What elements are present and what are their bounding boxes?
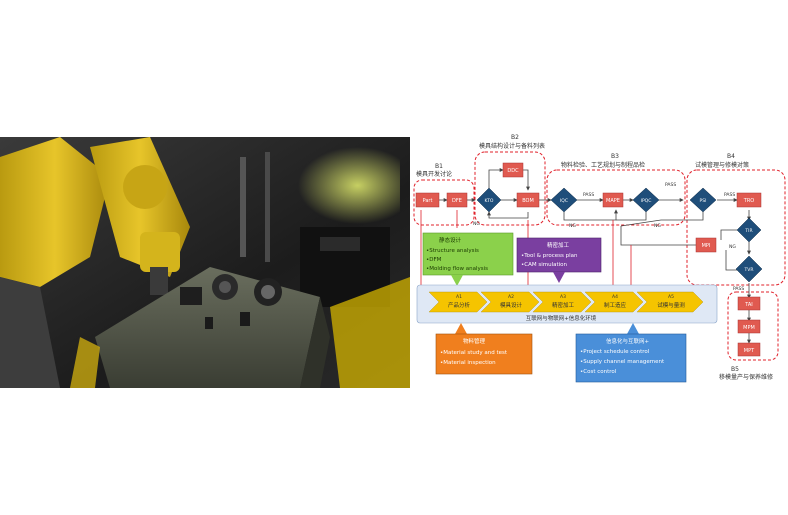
node-ipqc-label: IPQC [641,198,652,204]
process-step-a5-code: A5 [668,294,674,300]
process-step-a2[interactable]: A2 模具设计 [480,291,540,313]
node-mpm-label: MPM [743,325,755,331]
process-step-a4-code: A4 [612,294,618,300]
node-mpt-label: MPT [744,348,755,354]
stage-b1-region [413,179,475,226]
node-psi[interactable]: PSI [689,187,717,213]
node-dfe-label: DFE [452,198,462,204]
edge-label-pass-1: PASS [583,192,594,198]
node-mpi[interactable]: MPI [695,237,717,253]
process-step-a4-label: 制工造应 [604,301,627,309]
process-step-a3-code: A3 [560,294,566,300]
process-step-a1-code: A1 [456,294,462,300]
process-step-a5-label: 试模与量测 [657,301,685,309]
node-mpm[interactable]: MPM [737,319,761,334]
edge-label-pass-3: PASS [724,192,735,198]
info-box-item-2: •Supply channel management [580,359,665,365]
node-ddc[interactable]: DDC [502,162,524,178]
node-dfe[interactable]: DFE [446,192,468,208]
design-box-item-1: •Structure analysis [426,248,479,254]
node-mpt[interactable]: MPT [737,342,761,357]
node-tai[interactable]: TAI [737,296,761,311]
stage-b1-code: B1 [435,163,443,170]
node-mape[interactable]: MAPE [602,192,624,208]
edge-label-ng-3: NG [654,223,661,229]
stage-b4-code: B4 [727,153,735,160]
material-box-item-1: •Material study and test [440,350,508,356]
stage-b2-region [474,151,546,226]
process-step-a2-code: A2 [508,294,514,300]
node-mpi-label: MPI [702,243,711,249]
node-part-label: Part [423,198,433,204]
process-chain-caption: 互联网与物联网+信息化环境 [526,314,597,322]
design-box: 静态设计 •Structure analysis •DFM •Molding f… [422,232,514,276]
node-ipqc[interactable]: IPQC [632,187,660,213]
material-box-title: 物料管理 [463,337,486,345]
machining-box-arrow [553,272,565,283]
stage-b4-region [686,169,786,286]
process-step-a3-label: 精密加工 [552,301,575,309]
edge-label-pass-2: PASS [665,182,676,188]
info-box-arrow [627,323,639,334]
design-box-arrow [451,275,463,286]
node-tai-label: TAI [744,302,753,308]
node-mape-label: MAPE [606,198,620,204]
process-chain: A1 产品分析 A2 模具设计 A3 精密加工 A4 制工造应 A5 试模与量测 [428,291,704,313]
stage-b1-title: 模具开发讨论 [416,170,452,178]
node-tro[interactable]: TRO [736,192,762,208]
stage-b3-region [546,169,686,226]
robot-photo [0,137,410,388]
process-flow-diagram: B1 模具开发讨论 B2 模具结构设计与备料列表 B3 物料检验、工艺规划与制程… [411,130,788,400]
material-box-item-2: •Material inspection [440,360,496,366]
design-box-item-2: •DFM [426,257,442,263]
robot-photo-image [0,137,410,388]
node-iqc-label: IQC [560,198,568,204]
diagram-canvas: B1 模具开发讨论 B2 模具结构设计与备料列表 B3 物料检验、工艺规划与制程… [413,134,786,383]
stage-b4-title: 试模管理与修模对策 [695,161,749,169]
stage-b5-code: B5 [731,366,739,373]
edge-label-ng-4: NG [729,244,736,250]
node-bom-label: BOM [522,198,534,204]
info-box-item-1: •Project schedule control [580,349,650,355]
node-iqc[interactable]: IQC [550,187,578,213]
machining-box-item-1: •Tool & process plan [521,253,578,259]
edge-label-ng-1: NG [473,221,480,227]
material-box: 物料管理 •Material study and test •Material … [435,333,533,375]
design-box-title: 静态设计 [439,236,462,244]
node-tir-label: TIR [744,228,752,234]
material-box-arrow [455,323,467,334]
machining-box-item-2: •CAM simulation [521,262,568,268]
info-box-title: 信息化与互联网+ [606,337,650,345]
stage-b2-code: B2 [511,134,519,141]
process-step-a5[interactable]: A5 试模与量测 [636,291,704,313]
node-kto-label: KTO [485,198,494,204]
process-step-a4[interactable]: A4 制工造应 [584,291,644,313]
stage-b3-code: B3 [611,153,619,160]
machining-box-title: 精密加工 [547,241,570,249]
process-step-a3[interactable]: A3 精密加工 [532,291,592,313]
node-tir[interactable]: TIR [736,217,762,243]
process-step-a1[interactable]: A1 产品分析 [428,291,488,313]
node-psi-label: PSI [700,198,707,204]
node-bom[interactable]: BOM [516,192,540,208]
machining-box: 精密加工 •Tool & process plan •CAM simulatio… [516,237,602,273]
stage-b3-title: 物料检验、工艺规划与制程品检 [561,161,645,169]
stage-b5-region [727,291,779,361]
node-tvr[interactable]: TVR [735,255,763,283]
info-box: 信息化与互联网+ •Project schedule control •Supp… [575,333,687,383]
design-box-item-3: •Molding flow analysis [426,266,488,272]
stage-b2-title: 模具结构设计与备料列表 [479,142,545,150]
node-kto[interactable]: KTO [476,187,502,213]
process-step-a2-label: 模具设计 [500,301,523,309]
stage-b5-title: 移模量产与保养维修 [719,373,773,381]
info-box-item-3: •Cost control [580,369,617,375]
node-tro-label: TRO [743,198,755,204]
node-part[interactable]: Part [415,192,440,208]
node-ddc-label: DDC [507,168,519,174]
process-step-a1-label: 产品分析 [448,301,471,309]
edge-label-pass-4: PASS [733,286,744,292]
node-tvr-label: TVR [744,267,754,273]
edge-label-ng-2: NG [569,223,576,229]
